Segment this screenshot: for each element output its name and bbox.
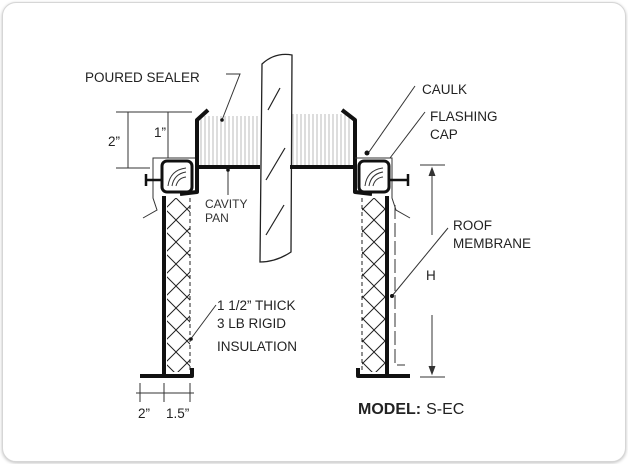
label-insulation-thickness: 1 1/2” THICK (217, 298, 296, 313)
flashing-cap-right (355, 157, 411, 219)
label-insulation: INSULATION (217, 339, 297, 354)
leader-caulk (368, 85, 416, 153)
glass-pane (259, 53, 293, 263)
dimension-2in (116, 111, 192, 169)
right-curb-wall (356, 196, 410, 378)
cavity-pan (195, 108, 357, 169)
model-label: MODEL: S-EC (358, 401, 464, 418)
poured-sealer-right (290, 114, 352, 166)
caulk-bead (364, 150, 370, 156)
poured-sealer-left (200, 116, 260, 166)
roof-membrane-line (394, 205, 405, 366)
leader-roof-membrane (391, 227, 449, 297)
label-insulation-density: 3 LB RIGID (217, 316, 286, 331)
dim-h-label: H (426, 268, 436, 283)
label-poured-sealer: POURED SEALER (85, 70, 200, 85)
dimension-bottom (136, 383, 194, 402)
label-cap: CAP (430, 127, 458, 142)
leader-insulation (189, 304, 217, 341)
leader-flashing (389, 111, 426, 159)
model-name: S-EC (426, 401, 464, 418)
label-caulk: CAULK (422, 82, 467, 97)
left-nailer (160, 159, 194, 194)
leader-poured-sealer (221, 73, 241, 121)
right-nailer (357, 159, 391, 194)
label-flashing: FLASHING (430, 109, 498, 124)
dim-bottom-1-5in: 1.5” (166, 406, 189, 421)
dim-bottom-2in: 2” (138, 406, 150, 421)
label-membrane: MEMBRANE (453, 236, 531, 251)
label-roof: ROOF (453, 218, 492, 233)
label-pan: PAN (205, 211, 229, 225)
dim-2in-label: 2” (108, 134, 120, 149)
label-cavity: CAVITY (205, 197, 247, 211)
left-curb-wall (140, 196, 194, 378)
dimension-h (420, 164, 445, 378)
bolt-left (144, 174, 162, 186)
bolt-right (389, 174, 410, 186)
model-prefix: MODEL: (358, 401, 421, 418)
flashing-cap-left (142, 157, 195, 219)
dim-1in-label: 1” (154, 125, 166, 140)
